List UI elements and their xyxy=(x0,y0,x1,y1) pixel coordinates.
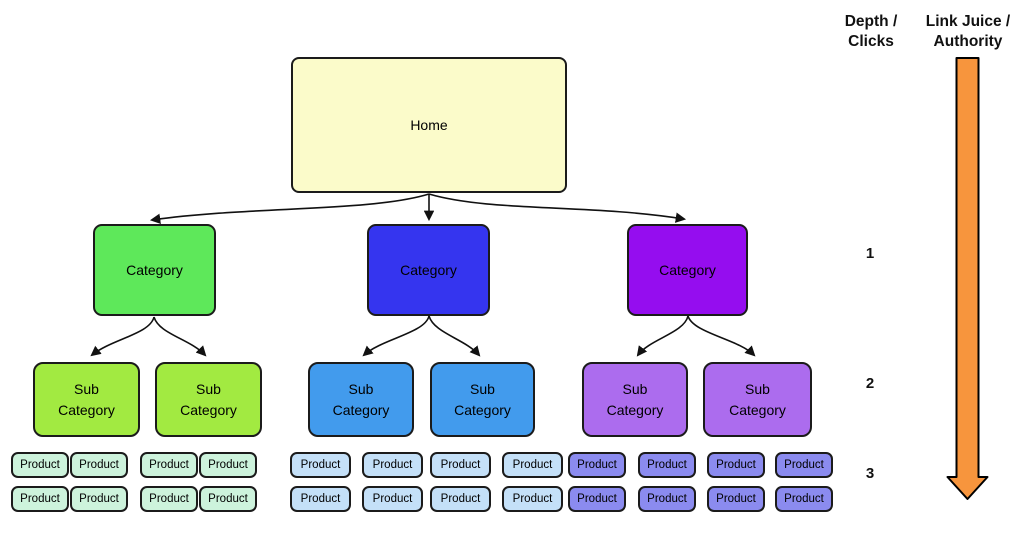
product-node: Product xyxy=(638,452,696,478)
edge-category-subcat xyxy=(687,315,756,357)
subcategory-label: Sub Category xyxy=(729,380,786,418)
edge-category-subcat xyxy=(428,315,481,357)
category-node-blue: Category xyxy=(367,224,490,316)
depth-level-3: 3 xyxy=(865,465,875,482)
subcategory-node: Sub Category xyxy=(582,362,688,437)
product-node: Product xyxy=(70,486,128,512)
product-node: Product xyxy=(638,486,696,512)
product-node: Product xyxy=(502,452,563,478)
product-node: Product xyxy=(430,452,491,478)
subcategory-label: Sub Category xyxy=(180,380,237,418)
edge-home-category-left xyxy=(149,193,430,224)
edge-category-subcat xyxy=(362,315,430,357)
product-node: Product xyxy=(362,452,423,478)
subcategory-label: Sub Category xyxy=(606,380,664,418)
product-node: Product xyxy=(140,452,198,478)
category-label: Category xyxy=(126,262,183,278)
subcategory-node: Sub Category xyxy=(430,362,535,437)
subcategory-node: Sub Category xyxy=(33,362,140,437)
category-label: Category xyxy=(400,262,457,278)
home-label: Home xyxy=(410,117,448,133)
category-node-purple: Category xyxy=(627,224,748,316)
authority-axis-header: Link Juice / Authority xyxy=(925,13,1011,50)
product-node: Product xyxy=(199,486,257,512)
product-node: Product xyxy=(568,486,626,512)
product-node: Product xyxy=(290,452,351,478)
subcategory-node: Sub Category xyxy=(308,362,414,437)
depth-axis-header: Depth / Clicks xyxy=(844,13,898,50)
subcategory-label: Sub Category xyxy=(58,380,115,418)
home-node: Home xyxy=(291,57,567,193)
product-node: Product xyxy=(430,486,491,512)
subcategory-node: Sub Category xyxy=(703,362,812,437)
subcategory-node: Sub Category xyxy=(155,362,262,437)
edge-category-subcat xyxy=(153,316,207,357)
subcategory-label: Sub Category xyxy=(454,380,511,418)
depth-level-1: 1 xyxy=(865,245,875,262)
subcategory-label: Sub Category xyxy=(332,380,390,418)
product-node: Product xyxy=(290,486,351,512)
category-label: Category xyxy=(659,262,716,278)
authority-arrow xyxy=(946,57,989,500)
product-node: Product xyxy=(199,452,257,478)
product-node: Product xyxy=(11,486,69,512)
depth-level-2: 2 xyxy=(865,375,875,392)
product-node: Product xyxy=(502,486,563,512)
product-node: Product xyxy=(11,452,69,478)
product-node: Product xyxy=(775,452,833,478)
edge-category-subcat xyxy=(90,316,155,357)
product-node: Product xyxy=(775,486,833,512)
product-node: Product xyxy=(707,452,765,478)
category-node-green: Category xyxy=(93,224,216,316)
product-node: Product xyxy=(70,452,128,478)
edge-category-subcat xyxy=(636,315,689,357)
edge-home-category-right xyxy=(428,193,687,223)
product-node: Product xyxy=(140,486,198,512)
product-node: Product xyxy=(707,486,765,512)
product-node: Product xyxy=(362,486,423,512)
product-node: Product xyxy=(568,452,626,478)
